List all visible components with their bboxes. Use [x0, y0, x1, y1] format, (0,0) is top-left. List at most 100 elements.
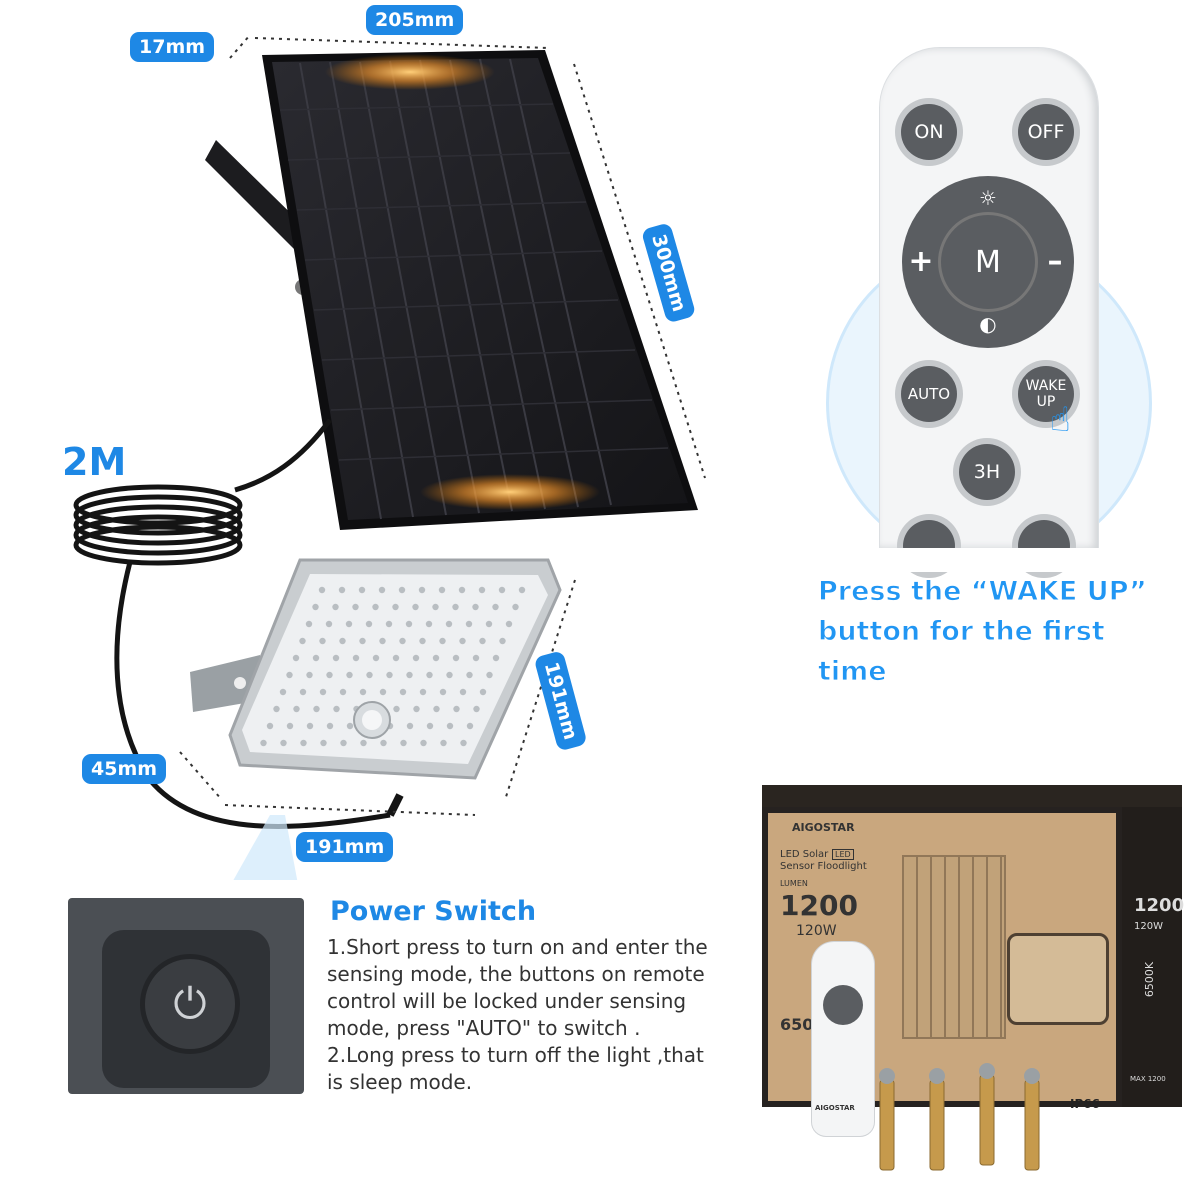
led-dot	[498, 586, 506, 594]
brightness-down-icon[interactable]: ◐	[979, 312, 997, 336]
product-name-line: Sensor Floodlight	[780, 861, 867, 872]
led-dot	[472, 654, 480, 662]
power-icon[interactable]: ⏻	[140, 954, 240, 1054]
led-dot	[286, 722, 294, 730]
led-dot	[352, 603, 359, 611]
led-dot	[412, 654, 420, 662]
led-dot	[340, 739, 347, 747]
led-dot	[332, 654, 340, 662]
led-dot	[312, 603, 319, 611]
led-dot	[306, 722, 314, 730]
led-dot	[366, 671, 373, 679]
led-dot	[339, 637, 346, 645]
remote-mask	[830, 548, 1160, 572]
led-dot	[418, 586, 426, 594]
on-button[interactable]: ON	[901, 104, 957, 160]
led-dot	[378, 586, 386, 594]
power-switch-line: is sleep mode.	[327, 1070, 473, 1094]
box-panel-print	[902, 855, 1006, 1039]
power-switch-title: Power Switch	[330, 896, 537, 927]
led-dot	[460, 739, 467, 747]
minus-button[interactable]: –	[1047, 244, 1063, 279]
box-top	[762, 785, 1182, 807]
led-dot	[359, 637, 366, 645]
led-dot	[326, 671, 333, 679]
led-dot	[400, 739, 407, 747]
box-side	[1122, 807, 1182, 1107]
led-dot	[319, 637, 326, 645]
led-dot	[419, 688, 427, 696]
led-dot	[412, 603, 419, 611]
dimension-lamp-width-label: 191mm	[296, 832, 394, 862]
side-lumen: 1200	[1134, 895, 1185, 916]
brightness-up-icon[interactable]: ☼	[979, 186, 997, 210]
led-dot	[345, 620, 353, 628]
led-dot	[279, 688, 287, 696]
led-dot	[505, 620, 513, 628]
brand-logo: AIGOSTAR	[792, 821, 855, 834]
led-dot	[499, 637, 506, 645]
led-dot	[392, 603, 399, 611]
box-lamp-print	[1007, 933, 1109, 1025]
led-dot	[432, 654, 440, 662]
led-dot	[326, 722, 334, 730]
led-dot	[406, 671, 413, 679]
led-dot	[332, 603, 339, 611]
led-dot	[392, 654, 400, 662]
led-dot	[358, 586, 366, 594]
led-dot	[459, 688, 467, 696]
product-name: LED Solar Sensor Floodlight	[780, 849, 867, 873]
led-dot	[372, 603, 379, 611]
led-dot	[432, 603, 439, 611]
led-dot	[360, 739, 367, 747]
led-dot	[318, 586, 326, 594]
led-dot	[433, 705, 440, 713]
power-switch-photo: ⏻	[68, 898, 304, 1094]
led-dot	[406, 722, 414, 730]
led-badge: LED	[832, 849, 854, 860]
led-dot	[319, 688, 327, 696]
led-dot	[372, 654, 380, 662]
cable-length-label: 2M	[62, 440, 127, 484]
led-dot	[479, 637, 486, 645]
led-dot	[465, 620, 473, 628]
caption-line: button for the first time	[818, 616, 1106, 688]
led-dot	[479, 688, 487, 696]
led-dot	[352, 654, 360, 662]
off-button[interactable]: OFF	[1018, 104, 1074, 160]
anchor-screws	[879, 1063, 1040, 1171]
caption-line: Press the “WAKE UP”	[818, 576, 1148, 608]
led-dot	[486, 671, 493, 679]
led-dot	[426, 722, 434, 730]
led-dot	[299, 637, 306, 645]
led-dot	[273, 705, 280, 713]
led-dot	[439, 688, 447, 696]
led-dot	[512, 603, 519, 611]
led-dot	[333, 705, 340, 713]
led-dot	[346, 722, 354, 730]
lumen-value: 1200	[780, 889, 858, 922]
led-dot	[440, 739, 447, 747]
led-dot	[472, 603, 479, 611]
side-max: MAX 1200	[1130, 1075, 1166, 1083]
led-dot	[405, 620, 413, 628]
mode-button[interactable]: M	[941, 215, 1035, 309]
led-dot	[453, 705, 460, 713]
led-dot	[492, 603, 499, 611]
lumen-label: LUMEN	[780, 879, 808, 888]
timer-3h-button[interactable]: 3H	[959, 444, 1015, 500]
dimension-width-label: 205mm	[366, 5, 464, 35]
led-dot	[379, 688, 387, 696]
led-dot	[438, 586, 446, 594]
led-dot	[459, 637, 466, 645]
dimension-lamp-depth-label: 45mm	[82, 754, 167, 784]
led-dot	[280, 739, 287, 747]
power-switch-line: control will be locked under sensing	[327, 989, 687, 1013]
plus-button[interactable]: +	[908, 244, 934, 279]
auto-button[interactable]: AUTO	[901, 366, 957, 422]
led-dot	[325, 620, 333, 628]
led-dot	[293, 705, 300, 713]
power-switch-line: 1.Short press to turn on and enter the	[327, 935, 708, 959]
wake-up-caption: Press the “WAKE UP” button for the first…	[818, 572, 1178, 692]
